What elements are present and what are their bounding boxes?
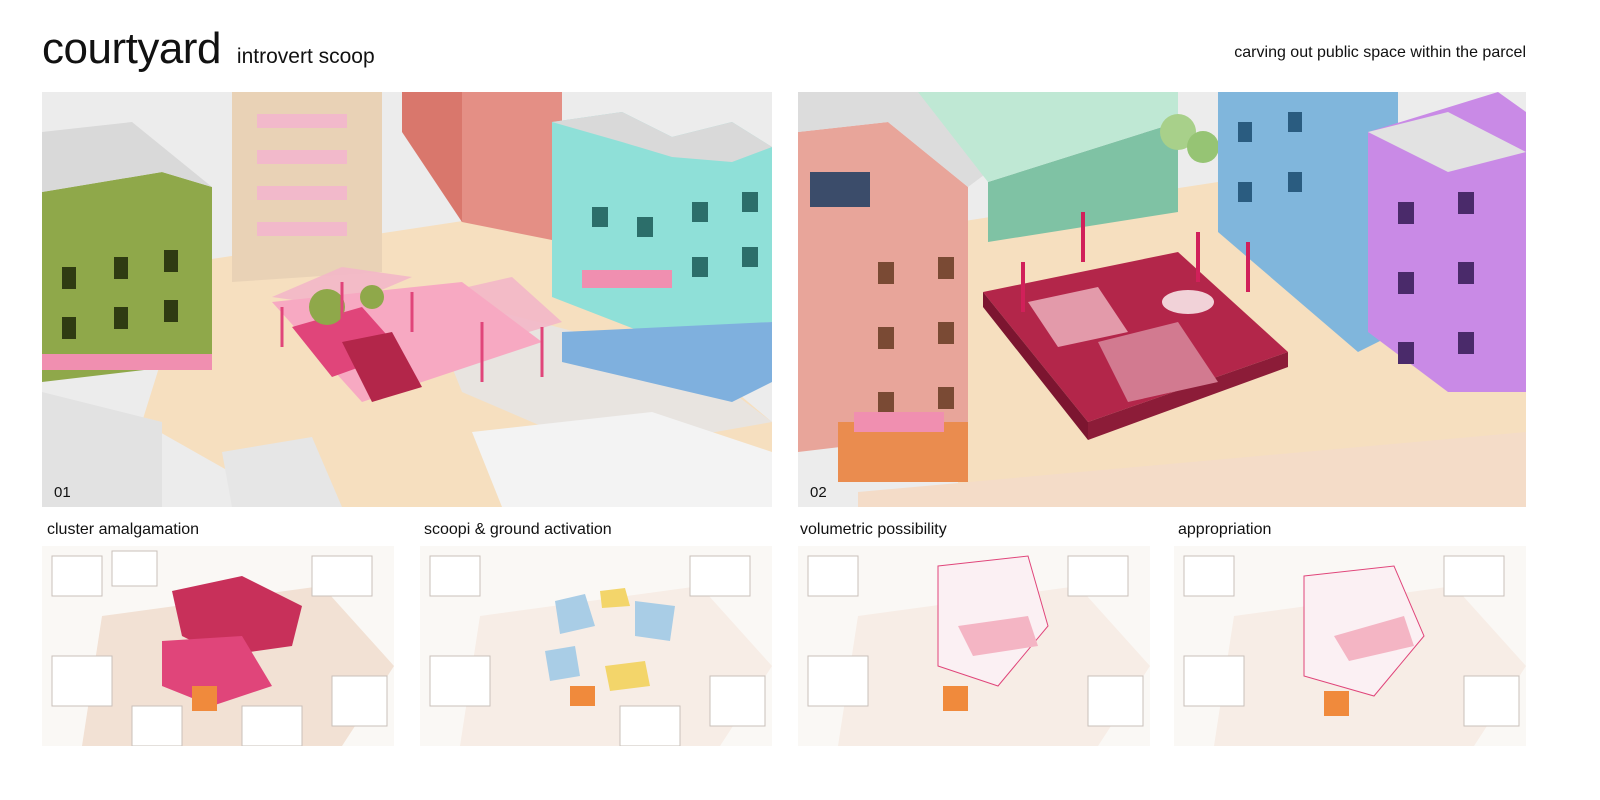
step-caption-2: scoopi & ground activation (424, 521, 612, 538)
subtitle-text: introvert scoop (236, 45, 375, 68)
panel-number: 02 (810, 484, 827, 501)
illustration-panel-02: 02 (798, 92, 1526, 507)
diagram-cluster-amalgamation (42, 546, 394, 746)
diagram-scoopi-ground-activation (420, 546, 772, 746)
diagram-scoopi-illustration (429, 555, 772, 746)
diagram-cluster-illustration (51, 550, 394, 746)
tagline-text: carving out public space within the parc… (1234, 44, 1526, 61)
diagram-appropriation-illustration (1183, 555, 1526, 746)
illustration-panel-01: 01 (42, 92, 772, 507)
diagram-appropriation (1174, 546, 1526, 746)
step-caption-4: appropriation (1178, 521, 1272, 538)
diagram-volumetric-illustration (807, 555, 1150, 746)
title-text: courtyard (42, 24, 221, 73)
page-title: courtyard introvert scoop (42, 24, 375, 74)
panel-01-illustration (42, 92, 772, 507)
diagram-volumetric-possibility (798, 546, 1150, 746)
panel-02-illustration (798, 92, 1526, 507)
panel-number: 01 (54, 484, 71, 501)
step-caption-1: cluster amalgamation (47, 521, 200, 538)
step-caption-3: volumetric possibility (800, 521, 947, 538)
